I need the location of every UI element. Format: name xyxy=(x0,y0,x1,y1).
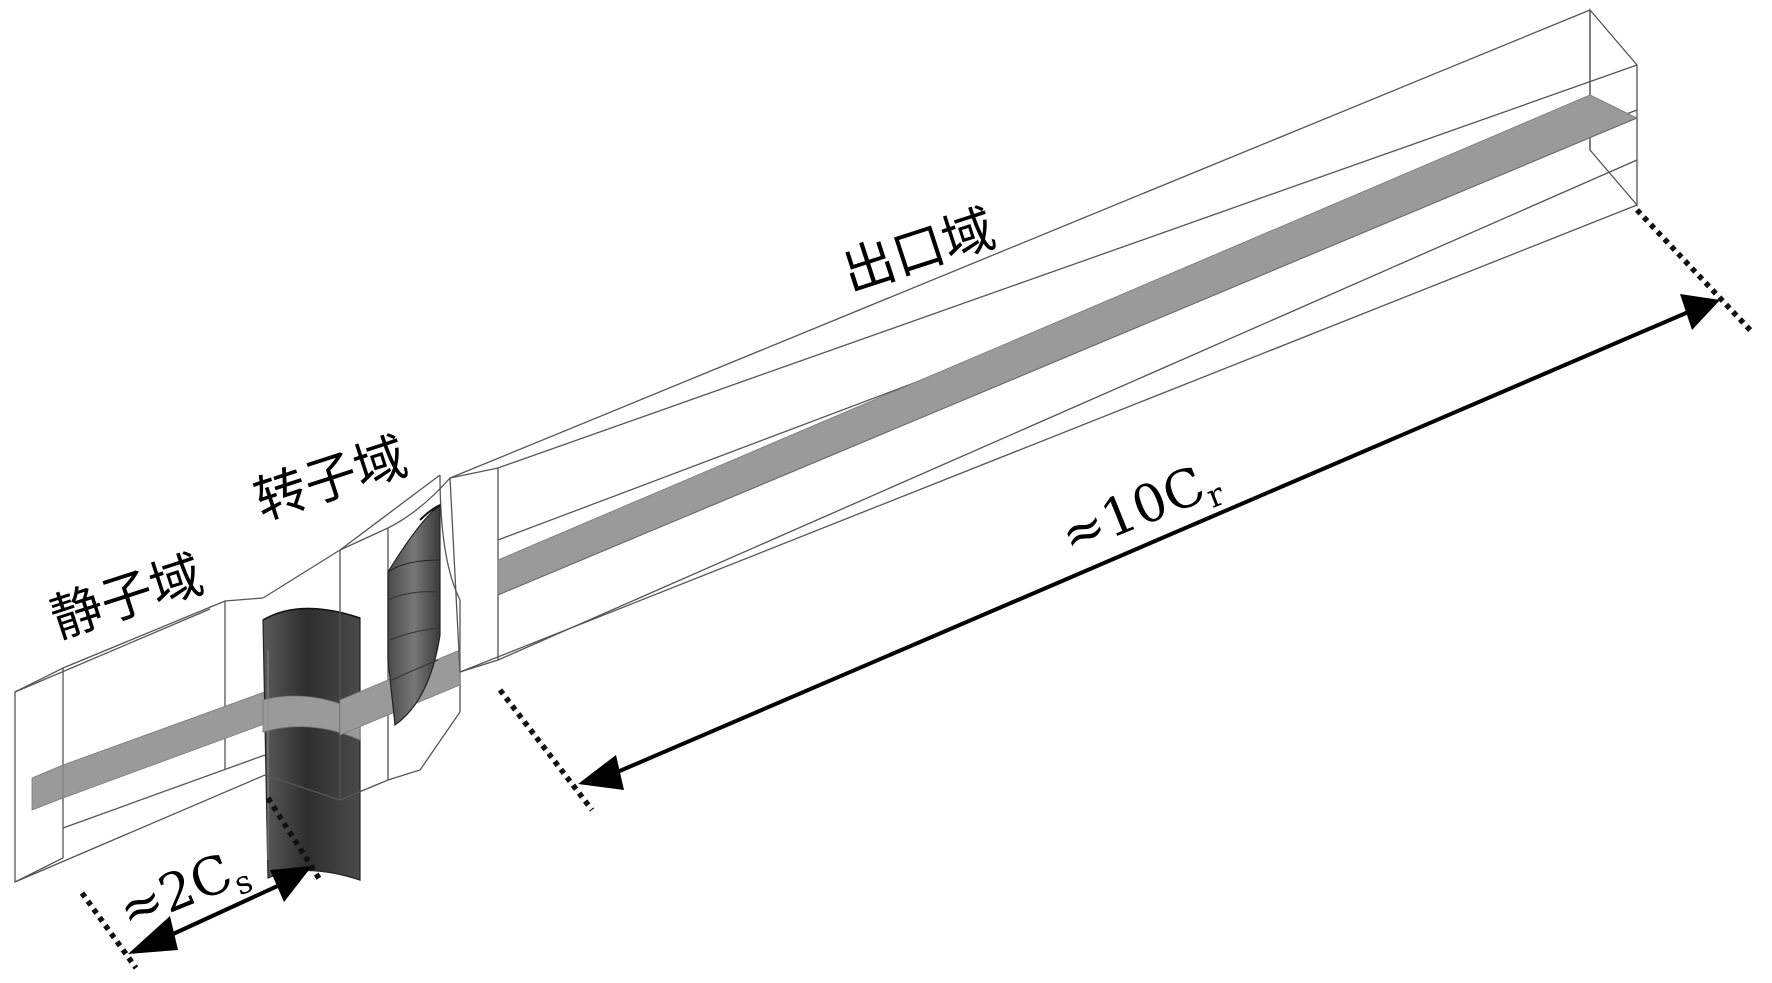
outlet-arrowhead-left xyxy=(578,755,624,790)
rotor-bottom-edge xyxy=(264,711,461,801)
outlet-dimension-arrow xyxy=(578,294,1720,790)
stator-bottom-front-edge xyxy=(14,774,266,883)
stator-arrowhead-left xyxy=(128,916,178,954)
outlet-top-front-edge xyxy=(449,9,1591,479)
rotor-top-back-edge xyxy=(339,477,451,551)
stator-dimension-arrow xyxy=(128,866,312,954)
stator-length-text: ≈2C xyxy=(110,843,240,942)
stator-inlet-face xyxy=(14,666,64,884)
outlet-inlet-face xyxy=(449,467,499,673)
outlet-exit-boundary-marker xyxy=(1634,208,1755,334)
rotor-blade xyxy=(387,503,441,727)
stator-domain-box xyxy=(14,597,271,884)
outlet-top-back-edge xyxy=(497,64,1638,469)
outlet-arrowhead-right xyxy=(1680,294,1720,330)
outlet-length-label: ≈10Cr xyxy=(1052,449,1230,571)
stator-domain-label: 静子域 xyxy=(43,545,210,650)
stator-midspan-surface xyxy=(62,689,271,799)
stator-top-front-edge xyxy=(14,608,211,693)
stator-blade xyxy=(262,607,361,881)
svg-text:≈10Cr: ≈10Cr xyxy=(1052,449,1230,571)
rotor-domain-label: 转子域 xyxy=(247,427,414,532)
outlet-inlet-boundary-marker xyxy=(497,688,595,812)
stator-arrowhead-right xyxy=(270,866,312,902)
outlet-domain-box xyxy=(449,8,1638,673)
outlet-domain-label: 出口域 xyxy=(835,199,1002,304)
outlet-bottom-edge xyxy=(459,204,1638,673)
